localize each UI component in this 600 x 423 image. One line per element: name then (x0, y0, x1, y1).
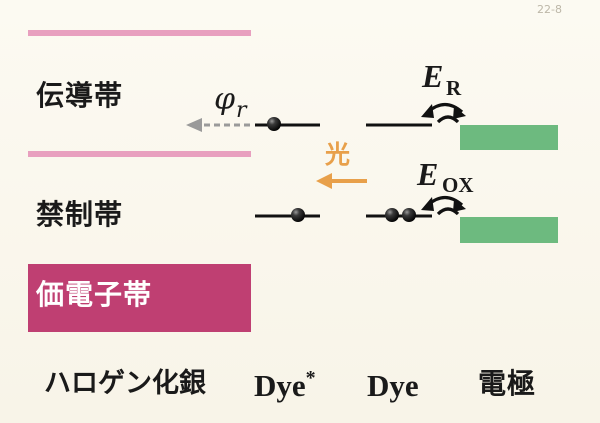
electron-excited-upper (267, 117, 281, 131)
forbidden-band-label: 禁制帯 (36, 198, 124, 231)
arrow-left-icon (186, 118, 250, 132)
phi-subscript: r (236, 98, 247, 123)
dye-excited-base: Dye (254, 368, 306, 403)
silver-halide-label: ハロゲン化銀 (44, 368, 206, 399)
light-label: 光 (325, 140, 351, 169)
dye-excited-label: Dye* (254, 367, 316, 403)
scan-mark: 22-8 (537, 3, 562, 16)
electron-dye-1 (385, 208, 399, 222)
dye-excited-star: * (305, 367, 316, 389)
eox-symbol: E (417, 156, 439, 192)
eox-subscript: OX (442, 173, 474, 197)
dye-label: Dye (367, 368, 419, 403)
electron-excited-lower (291, 208, 305, 222)
valence-band-label: 価電子帯 (36, 278, 153, 311)
conduction-band-label: 伝導帯 (36, 79, 124, 112)
er-arrowhead-left-icon (421, 104, 434, 118)
eox-arrowhead-right-icon (453, 199, 466, 212)
phi-symbol: φ (214, 82, 236, 117)
er-arrowhead-right-icon (453, 106, 466, 119)
electron-dye-2 (402, 208, 416, 222)
er-symbol: E (422, 58, 444, 94)
valence-band-block (28, 264, 251, 332)
electrode-lower-block (460, 217, 558, 243)
eox-arrowhead-left-icon (421, 197, 434, 211)
conduction-band-top-edge (28, 30, 251, 36)
conduction-band-bottom-edge (28, 151, 251, 157)
light-arrow-icon (316, 173, 367, 189)
electrode-upper-block (460, 125, 558, 150)
electrode-label: 電極 (478, 367, 537, 400)
er-subscript: R (446, 76, 462, 100)
